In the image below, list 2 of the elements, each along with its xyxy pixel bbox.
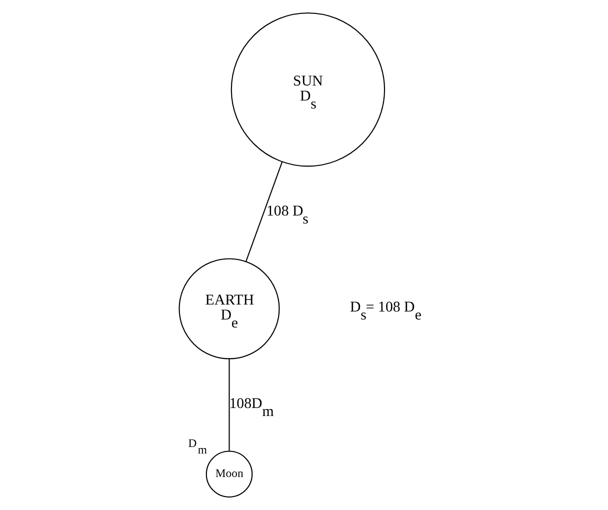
- connector: [228, 358, 230, 451]
- connector: [244, 162, 282, 262]
